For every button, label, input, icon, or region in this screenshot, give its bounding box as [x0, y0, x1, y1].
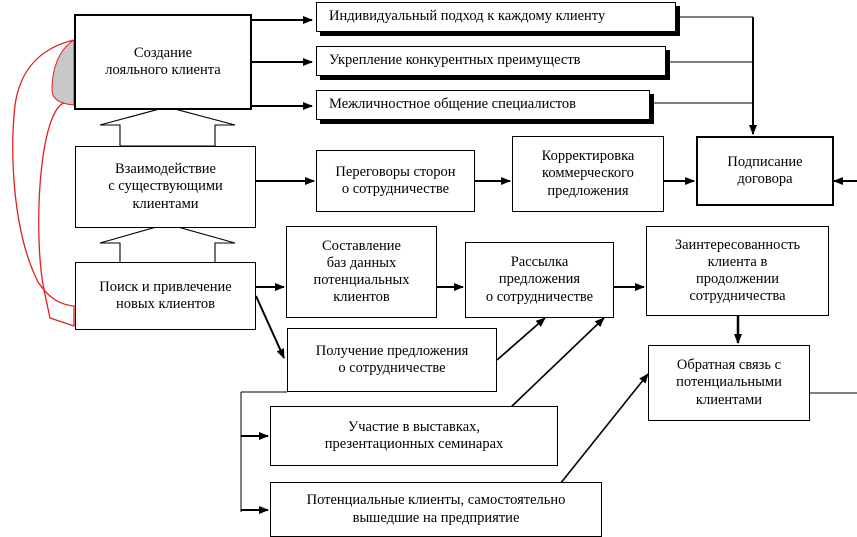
existing-clients-box: Взаимодействие с существующими клиентами — [75, 146, 256, 228]
competitive-advantages-box: Укрепление конкурентных преимуществ — [316, 46, 666, 76]
interpersonal-communication-box: Межличностное общение специалистов — [316, 90, 650, 120]
search-new-clients-box: Поиск и привлечение новых клиентов — [75, 262, 256, 330]
contract-signing-box: Подписание договора — [696, 136, 834, 206]
negotiations-box: Переговоры сторон о сотрудничестве — [316, 150, 475, 212]
receiving-offer-box: Получение предложения о сотрудничестве — [287, 328, 497, 392]
hollow-arrow-up-2 — [99, 223, 236, 264]
client-interest-box: Заинтересованность клиента в продолжении… — [646, 226, 829, 316]
individual-approach-box: Индивидуальный подход к каждому клиенту — [316, 2, 676, 32]
database-compilation-box: Составление баз данных потенциальных кли… — [286, 226, 437, 318]
walk-in-clients-box: Потенциальные клиенты, самостоятельно вы… — [270, 482, 602, 537]
curved-arrow-shade — [51, 39, 75, 106]
loyal-client-box: Создание лояльного клиента — [74, 14, 252, 110]
exhibitions-box: Участие в выставках, презентационных сем… — [270, 406, 558, 466]
hollow-arrow-up-1 — [99, 106, 236, 147]
offer-correction-box: Корректировка коммерческого предложения — [512, 136, 664, 212]
curved-arrow — [12, 39, 75, 327]
offer-mailing-box: Рассылка предложения о сотрудничестве — [465, 242, 614, 318]
feedback-box: Обратная связь с потенциальными клиентам… — [648, 345, 810, 421]
